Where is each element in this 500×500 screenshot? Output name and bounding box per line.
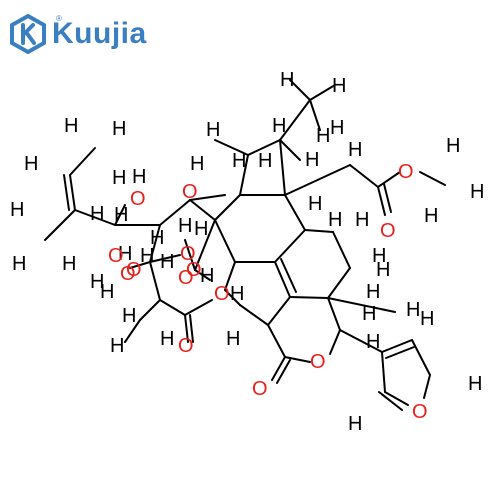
hydrogen-atom-label: H: [366, 331, 380, 353]
brand-name: Kuujia: [52, 17, 147, 50]
oxygen-atom-label: O: [398, 161, 414, 183]
hydrogen-atom-label: H: [64, 115, 78, 137]
hydrogen-atom-label: H: [348, 413, 362, 435]
hydrogen-atom-label: H: [206, 119, 220, 141]
oxygen-atom-label: O: [182, 181, 198, 203]
oxygen-atom-label: O: [214, 283, 230, 305]
hydrogen-atom-label: H: [470, 181, 484, 203]
hydrogen-atom-label: H: [194, 218, 208, 240]
hydrogen-atom-label: H: [160, 251, 174, 273]
oxygen-atom-label: O: [380, 220, 396, 242]
hydrogen-atom-label: H: [330, 117, 344, 139]
hydrogen-atom-label: H: [140, 245, 154, 267]
oxygen-atom-label: O: [120, 263, 136, 285]
hydrogen-atom-label: H: [200, 265, 214, 287]
hydrogen-atom-label: H: [446, 135, 460, 157]
hydrogen-atom-label: H: [308, 193, 322, 215]
hydrogen-atom-label: H: [305, 149, 319, 171]
hydrogen-atom-label: H: [10, 199, 24, 221]
hydrogen-atom-label: H: [178, 215, 192, 237]
hydrogen-atom-label: H: [112, 118, 126, 140]
oxygen-atom-label: O: [178, 267, 194, 289]
hydrogen-atom-label: H: [226, 328, 240, 350]
hydrogen-atom-label: H: [420, 308, 434, 330]
hydrogen-atom-label: H: [62, 253, 76, 275]
hydrogen-atom-label: H: [366, 281, 380, 303]
hydrogen-atom-label: H: [12, 253, 26, 275]
oxygen-atom-label: O: [130, 188, 146, 210]
hydrogen-atom-label: H: [316, 125, 330, 147]
oxygen-atom-label: O: [108, 245, 124, 267]
registered-mark: ®: [56, 14, 62, 23]
hydrogen-atom-label: H: [232, 150, 246, 172]
hydrogen-atom-label: H: [332, 75, 346, 97]
oxygen-atom-label: O: [412, 401, 428, 423]
hydrogen-atom-label: H: [328, 209, 342, 231]
oxygen-atom-label: O: [178, 335, 194, 357]
oxygen-atom-label: O: [252, 378, 268, 400]
hydrogen-atom-label: H: [406, 299, 420, 321]
hydrogen-atom-label: H: [132, 166, 146, 188]
hydrogen-atom-label: H: [230, 283, 244, 305]
hydrogen-atom-label: H: [362, 303, 376, 325]
hydrogen-atom-label: H: [348, 139, 362, 161]
hydrogen-atom-label: H: [376, 259, 390, 281]
oxygen-atom-label: O: [186, 259, 202, 281]
hydrogen-atom-label: H: [90, 271, 104, 293]
hydrogen-atom-label: H: [272, 115, 286, 137]
hydrogen-atom-label: H: [112, 167, 126, 189]
oxygen-atom-label: O: [126, 259, 142, 281]
hydrogen-atom-label: H: [90, 203, 104, 225]
hydrogen-atom-label: H: [258, 150, 272, 172]
kuujia-logo-icon: [10, 14, 46, 54]
oxygen-atom-label: O: [310, 351, 326, 373]
hydrogen-atom-label: H: [122, 305, 136, 327]
hydrogen-atom-label: H: [118, 243, 132, 265]
hydrogen-atom-label: H: [190, 153, 204, 175]
kuujia-logo: ® Kuujia: [10, 12, 147, 56]
hydrogen-atom-label: H: [150, 227, 164, 249]
hydrogen-atom-label: H: [160, 328, 174, 350]
oxygen-atom-label: O: [180, 243, 196, 265]
hydrogen-atom-label: H: [372, 245, 386, 267]
hydrogen-atom-label: H: [114, 204, 128, 226]
hydrogen-atom-label: H: [424, 205, 438, 227]
hydrogen-atom-label: H: [24, 153, 38, 175]
bond-lines: [44, 79, 446, 411]
hydrogen-atom-label: H: [355, 209, 369, 231]
hydrogen-atom-label: H: [110, 335, 124, 357]
hydrogen-atom-label: H: [468, 373, 482, 395]
hydrogen-atom-label: H: [280, 69, 294, 91]
hydrogen-atom-label: H: [100, 281, 114, 303]
